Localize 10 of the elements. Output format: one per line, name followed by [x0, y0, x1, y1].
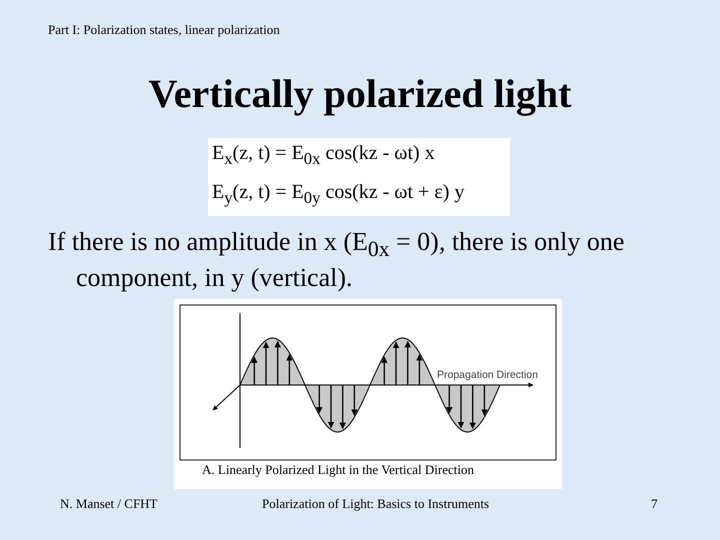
footer-text: Polarization of Light: Basics to Instruments — [262, 496, 490, 512]
slide-title: Vertically polarized light — [148, 71, 572, 116]
equation: E$_{x}$(z, t) = E$_{0x}$ cos(kz - ωt) x — [212, 141, 435, 169]
body-text: If there is no amplitude in x (E$_{0x}$ = 0), there is only one component, in y (vertical). — [48, 226, 626, 294]
page-number: 7 — [651, 496, 658, 512]
header-text: Part I: Polarization states, linear polarization — [48, 22, 280, 38]
figure-caption: A. Linearly Polarized Light in the Vertical Direction — [202, 462, 474, 478]
footer-text: N. Manset / CFHT — [60, 496, 158, 512]
axis-label: Propagation Direction — [437, 369, 538, 382]
equation: E$_{y}$(z, t) = E$_{0y}$ cos(kz - ωt + ε) y — [212, 180, 464, 208]
